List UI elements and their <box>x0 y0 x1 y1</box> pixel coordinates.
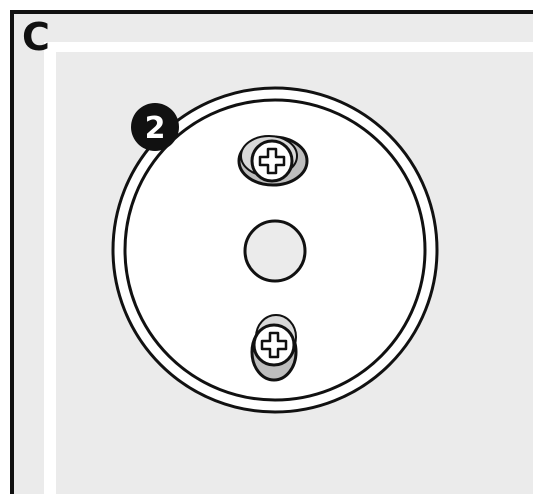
panel-letter: C <box>22 15 50 59</box>
callout-number: 2 <box>145 111 166 146</box>
phillips-screw-icon <box>260 331 288 359</box>
top-screw <box>237 135 309 187</box>
phillips-screw-icon <box>258 147 286 175</box>
bottom-screw <box>250 314 298 382</box>
callout-badge: 2 <box>131 103 179 151</box>
center-hole <box>243 219 307 283</box>
